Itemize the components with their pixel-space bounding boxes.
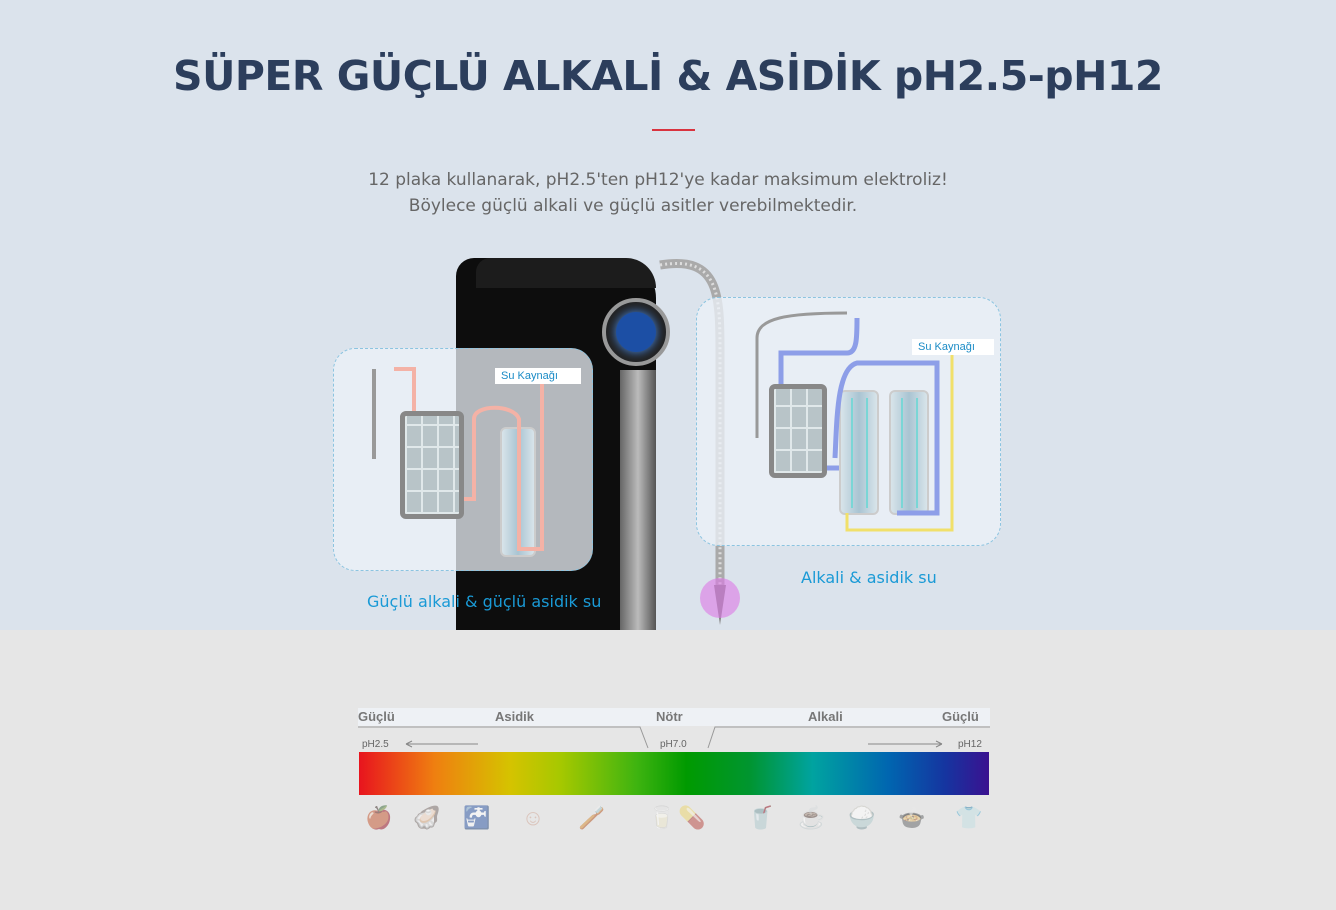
filter-cartridge — [839, 390, 879, 515]
subtitle-line2: Böylece güçlü alkali ve güçlü asitler ve… — [408, 196, 858, 216]
tea-cup-icon: ☕ — [798, 805, 826, 830]
ph-scale-header: Güçlü Asidik Nötr Alkali Güçlü — [358, 708, 990, 726]
ph-gradient-bar — [359, 752, 989, 795]
control-knob-icon — [602, 298, 670, 366]
medicine-bottle-icon: 💊 — [678, 805, 706, 830]
device-top — [476, 258, 656, 288]
ph-max-label: pH12 — [958, 739, 982, 750]
ph-min-label: pH2.5 — [362, 739, 389, 750]
water-glass-icon: 🥤 — [747, 805, 775, 830]
rice-bowl-icon: 🍚 — [848, 805, 876, 830]
ph-neutral-label: pH7.0 — [660, 739, 687, 750]
electrolysis-cell — [769, 384, 827, 478]
hand-wash-icon: 🚰 — [463, 805, 491, 830]
seafood-icon: 🦪 — [413, 805, 441, 830]
outlet-highlight — [700, 578, 740, 618]
left-water-source-label: Su Kaynağı — [495, 368, 581, 384]
hero-section — [0, 0, 1336, 630]
ph-scale: Güçlü Asidik Nötr Alkali Güçlü pH2.5 pH7… — [358, 708, 990, 750]
strong-alkaline-label: Güçlü — [942, 709, 979, 724]
ph-scale-brackets — [358, 726, 990, 749]
subtitle-line1: 12 plaka kullanarak, pH2.5'ten pH12'ye k… — [368, 170, 948, 190]
left-caption: Güçlü alkali & güçlü asidik su — [367, 592, 602, 611]
right-diagram-panel — [696, 297, 1001, 546]
left-diagram-panel — [333, 348, 593, 571]
device-side-panel — [620, 370, 656, 630]
right-caption: Alkali & asidik su — [801, 568, 937, 587]
laundry-icon: 👕 — [955, 805, 983, 830]
page-title: SÜPER GÜÇLÜ ALKALİ & ASİDİK pH2.5-pH12 — [173, 52, 1163, 100]
title-divider — [652, 129, 695, 131]
acidic-label: Asidik — [495, 709, 535, 724]
cooking-pot-icon: 🍲 — [898, 805, 926, 830]
strong-acid-label: Güçlü — [358, 709, 395, 724]
pink-flow-lines — [372, 367, 544, 551]
electrolysis-cell — [400, 411, 464, 519]
right-water-source-label: Su Kaynağı — [912, 339, 994, 355]
drinking-glass-icon: 🥛 — [648, 805, 676, 830]
toothpaste-icon: 🪥 — [578, 805, 606, 830]
skin-care-icon: ☺ — [521, 805, 545, 830]
fruit-icon: 🍎 — [365, 805, 393, 830]
alkaline-label: Alkali — [808, 709, 843, 724]
neutral-label: Nötr — [656, 709, 683, 724]
flow-lines — [755, 311, 954, 532]
filter-cartridge — [889, 390, 929, 515]
